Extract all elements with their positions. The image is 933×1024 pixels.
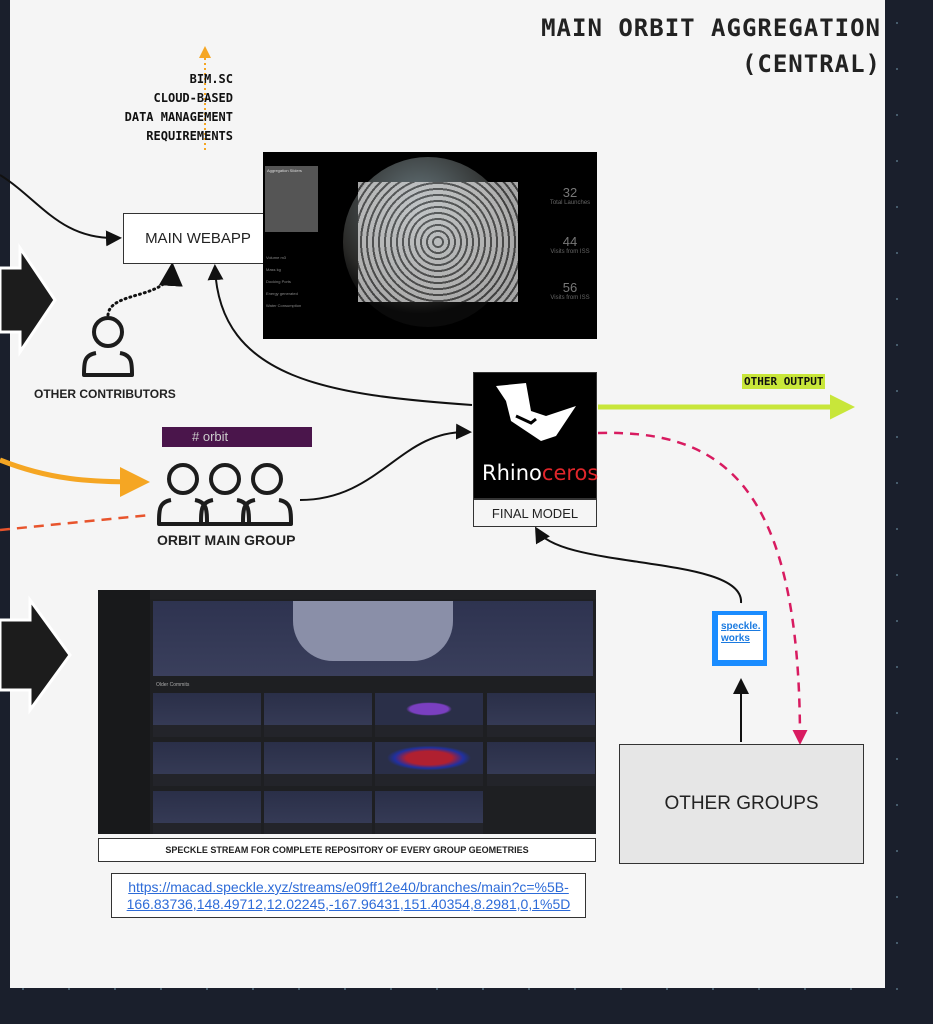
orbit-station-render [358, 182, 518, 302]
commit-card[interactable] [375, 693, 483, 737]
commit-card[interactable] [153, 742, 261, 786]
metric: Docking Ports [266, 279, 291, 284]
metric: Water Consumption [266, 303, 302, 308]
bim-line: CLOUD-BASED [153, 91, 233, 105]
other-output-label: OTHER OUTPUT [742, 374, 826, 389]
speckle-url-box: https://macad.speckle.xyz/streams/e09ff1… [111, 873, 586, 918]
metric: Volume m3 [266, 255, 287, 260]
group-icon [157, 463, 293, 526]
speckle-topbar [150, 590, 596, 599]
commit-card[interactable] [487, 693, 595, 737]
big-arrow-top [0, 243, 57, 357]
main-webapp-label: MAIN WEBAPP [145, 230, 251, 247]
commit-card[interactable] [264, 742, 372, 786]
speckle-stream-link[interactable]: https://macad.speckle.xyz/streams/e09ff1… [126, 879, 571, 912]
metric: Energy generated [266, 291, 298, 296]
speckle-works-line: works [721, 633, 750, 644]
other-contributors-label: OTHER CONTRIBUTORS [34, 387, 176, 401]
commit-card[interactable] [264, 693, 372, 737]
speckle-caption: SPECKLE STREAM FOR COMPLETE REPOSITORY O… [98, 838, 596, 862]
rhinoceros-logo: Rhinoceros [473, 372, 599, 499]
person-icon [82, 316, 134, 377]
speckle-works-logo: speckle. works [712, 611, 767, 666]
commit-card[interactable] [153, 791, 261, 834]
speckle-caption-text: SPECKLE STREAM FOR COMPLETE REPOSITORY O… [165, 845, 529, 855]
diagram-title: MAIN ORBIT AGGREGATION (CENTRAL) [541, 10, 881, 82]
commit-card[interactable] [375, 742, 483, 786]
final-model-label: FINAL MODEL [491, 505, 579, 521]
metric: Mass kg [266, 267, 281, 272]
geometry-preview [293, 601, 453, 661]
slack-channel-orbit: # orbit [162, 427, 312, 447]
sliders-panel: Aggregation Sliders [265, 166, 318, 232]
title-line-2: (CENTRAL) [741, 50, 881, 78]
speckle-works-line: speckle. [721, 621, 761, 632]
commit-card[interactable] [153, 693, 261, 737]
main-webapp-node: MAIN WEBAPP [123, 213, 273, 264]
title-line-1: MAIN ORBIT AGGREGATION [541, 14, 881, 42]
commit-card[interactable] [264, 791, 372, 834]
sliders-title: Aggregation Sliders [267, 168, 302, 173]
bim-line: REQUIREMENTS [146, 129, 233, 143]
other-groups-node: OTHER GROUPS [619, 744, 864, 864]
webapp-screenshot: Aggregation Sliders Volume m3 Mass kg Do… [263, 152, 597, 339]
metrics-list: Volume m3 Mass kg Docking Ports Energy g… [266, 252, 301, 312]
rhino-head-icon [496, 383, 576, 441]
final-model-node: FINAL MODEL [473, 499, 597, 527]
bim-line: BIM.SC [189, 72, 233, 86]
speckle-sidebar [98, 590, 150, 834]
other-groups-label: OTHER GROUPS [664, 793, 819, 814]
older-commits-heading: Older Commits [156, 682, 190, 688]
rhinoceros-wordmark: Rhinoceros [482, 461, 599, 485]
latest-commit-preview [153, 601, 593, 676]
speckle-stream-screenshot: Older Commits [98, 590, 596, 834]
bim-line: DATA MANAGEMENT [124, 110, 233, 124]
big-arrow-bottom [0, 595, 72, 715]
orbit-main-group-label: ORBIT MAIN GROUP [157, 532, 296, 548]
commit-card[interactable] [375, 791, 483, 834]
bim-requirements-label: BIM.SC CLOUD-BASED DATA MANAGEMENT REQUI… [100, 70, 233, 146]
commit-card[interactable] [487, 742, 595, 786]
